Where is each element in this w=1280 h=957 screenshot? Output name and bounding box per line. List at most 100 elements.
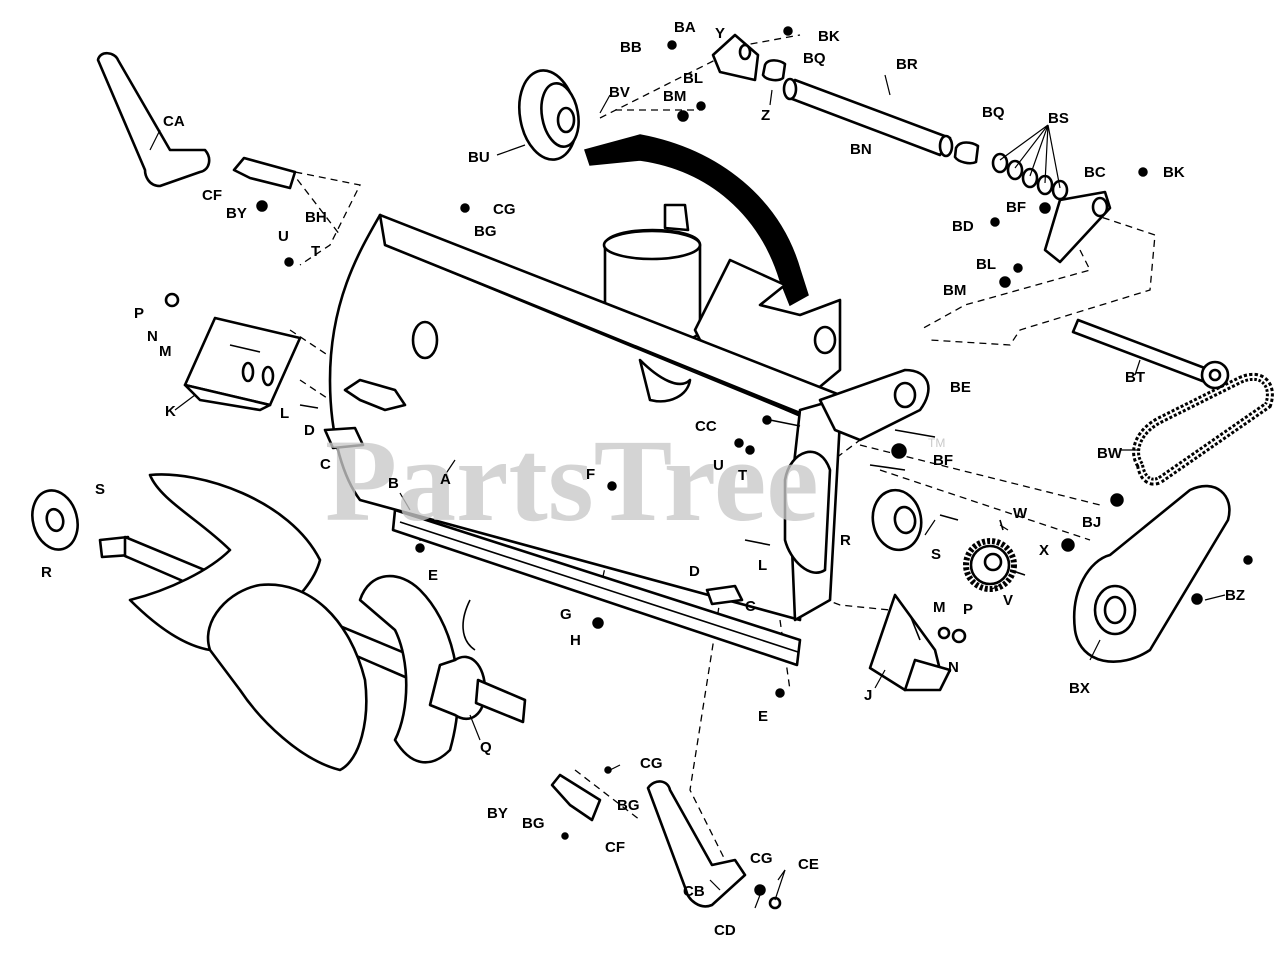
label-ba: BA <box>674 19 696 36</box>
label-bm-right: BM <box>943 282 966 299</box>
label-l-left: L <box>280 405 289 422</box>
label-bq-top: BQ <box>803 50 826 67</box>
auger <box>98 473 527 772</box>
label-r-right: R <box>840 532 851 549</box>
label-bg-top: BG <box>474 223 497 240</box>
label-b: B <box>388 475 399 492</box>
label-y: Y <box>715 25 725 42</box>
label-d-left: D <box>304 422 315 439</box>
watermark-trademark: TM <box>928 436 945 450</box>
label-c-mid: C <box>745 598 756 615</box>
label-u-top: U <box>278 228 289 245</box>
label-bm-top: BM <box>663 88 686 105</box>
label-q: Q <box>480 739 492 756</box>
label-e-mid: E <box>758 708 768 725</box>
label-z: Z <box>761 107 770 124</box>
bearing-left-r <box>31 489 79 551</box>
label-n-right: N <box>948 659 959 676</box>
label-bv: BV <box>609 84 630 101</box>
bracket-bc <box>1043 190 1112 264</box>
label-m-right: M <box>933 599 946 616</box>
hardware <box>164 26 1253 910</box>
label-bg-bottom: BG <box>522 815 545 832</box>
label-h: H <box>570 632 581 649</box>
skid-plate-j <box>868 593 952 692</box>
bushings-bq <box>761 59 980 165</box>
shaft-bn <box>782 77 954 158</box>
pulley-bu <box>518 69 580 161</box>
label-bk-top: BK <box>818 28 840 45</box>
label-x: X <box>1039 542 1049 559</box>
label-n-left: N <box>147 328 158 345</box>
label-r-left: R <box>41 564 52 581</box>
label-cb: CB <box>683 883 705 900</box>
label-k: K <box>165 403 176 420</box>
label-bd: BD <box>952 218 974 235</box>
label-cf-bottom: CF <box>605 839 625 856</box>
label-bx: BX <box>1069 680 1090 697</box>
bracket-cf-bottom <box>550 773 602 822</box>
label-bw: BW <box>1097 445 1123 462</box>
label-s-left: S <box>95 481 105 498</box>
label-d-mid: D <box>689 563 700 580</box>
label-m-left: M <box>159 343 172 360</box>
label-cg-mid: CG <box>640 755 663 772</box>
label-f: F <box>586 466 595 483</box>
label-bb: BB <box>620 39 642 56</box>
label-bh: BH <box>305 209 327 226</box>
skid-plate-k <box>183 316 302 412</box>
auger-flight-center <box>206 583 368 772</box>
label-v: V <box>1003 592 1013 609</box>
brace-ca <box>96 51 211 188</box>
label-bg-mid: BG <box>617 797 640 814</box>
label-e-left: E <box>428 567 438 584</box>
label-p-left: P <box>134 305 144 322</box>
label-w: W <box>1013 505 1028 522</box>
sprocket-v <box>963 538 1017 592</box>
label-cg-bottom: CG <box>750 850 773 867</box>
leader-lines <box>149 74 1226 909</box>
label-bu: BU <box>468 149 490 166</box>
label-j: J <box>864 687 872 704</box>
auger-housing <box>328 203 930 622</box>
label-cg-top: CG <box>493 201 516 218</box>
label-c-left: C <box>320 456 331 473</box>
label-bk-right: BK <box>1163 164 1185 181</box>
label-cf-top: CF <box>202 187 222 204</box>
label-bz: BZ <box>1225 587 1245 604</box>
label-s-right: S <box>931 546 941 563</box>
bracket-cf-top <box>232 156 297 190</box>
label-by-top: BY <box>226 205 247 222</box>
label-ca: CA <box>163 113 185 130</box>
label-be: BE <box>950 379 971 396</box>
auger-flight-right <box>358 574 460 764</box>
assembly-arrow <box>584 134 809 307</box>
scraper-bar <box>391 508 802 667</box>
bearing-right-r <box>871 488 923 552</box>
washers-bs <box>991 152 1069 201</box>
bracket-y <box>711 33 760 82</box>
label-bs: BS <box>1048 110 1069 127</box>
label-cc: CC <box>695 418 717 435</box>
label-bf-top: BF <box>1006 199 1026 216</box>
callout-labels: BB BA Y BK BQ BL BM BV BU Z BR BN BQ BS … <box>41 19 1245 939</box>
sprocket-small <box>1200 360 1230 390</box>
label-cd: CD <box>714 922 736 939</box>
label-ce: CE <box>798 856 819 873</box>
label-br: BR <box>896 56 918 73</box>
label-bt: BT <box>1125 369 1145 386</box>
brace-cb <box>646 780 747 908</box>
label-bc: BC <box>1084 164 1106 181</box>
label-by-bottom: BY <box>487 805 508 822</box>
label-bj: BJ <box>1082 514 1101 531</box>
label-g: G <box>560 606 572 623</box>
label-u-mid: U <box>713 457 724 474</box>
label-a: A <box>440 471 451 488</box>
housing-shell <box>328 213 812 622</box>
label-bl-top: BL <box>683 70 703 87</box>
label-l-mid: L <box>758 557 767 574</box>
watermark: PartsTree TM <box>325 415 945 546</box>
clip-c-left <box>323 378 407 450</box>
